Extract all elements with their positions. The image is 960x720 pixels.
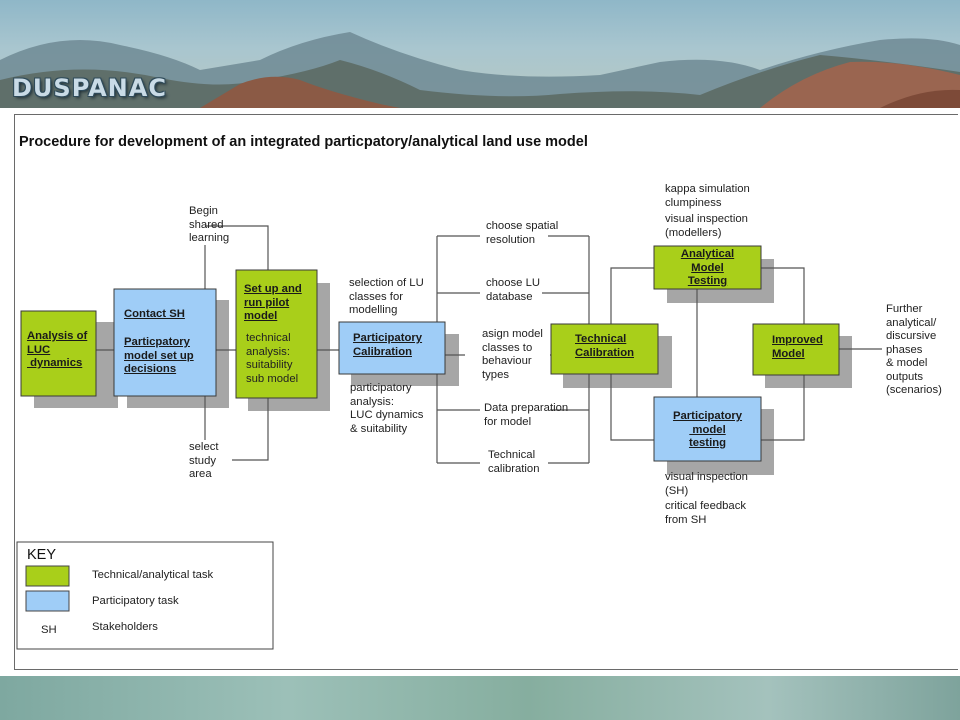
label-selection-lu-classes: selection of LU classes for modelling [349,277,424,316]
footer-band [0,676,960,720]
box-contact-sh-title: Contact SH [124,308,185,320]
box-technical-calibration [550,323,659,375]
box-improved-model [752,323,840,376]
key-participatory-swatch [25,590,70,612]
box-setup-sublabel: technical analysis: suitability sub mode… [246,332,299,385]
box-contact-sh [113,288,217,397]
diagram-frame [14,114,958,670]
box-setup [235,269,318,399]
key-technical-label: Technical/analytical task [92,569,214,581]
label-choose-lu-database: choose LU database [486,277,541,303]
key-sh-abbrev: SH [41,624,57,636]
label-choose-spatial-resolution: choose spatial resolution [486,220,559,246]
box-analysis [20,310,97,397]
label-further-phases: Further analytical/ discursive phases & … [886,303,942,396]
key-panel [16,541,274,650]
mountain-landscape [0,32,960,108]
box-participatory-calibration-label: Participatory Calibration [353,332,423,358]
task-boxes [20,245,840,462]
label-kappa-simulation: kappa simulation clumpiness [665,183,750,209]
key-title: KEY [27,547,57,563]
key-stakeholders-label: Stakeholders [92,621,158,633]
diagram-title: Procedure for development of an integrat… [19,134,588,150]
label-critical-feedback: critical feedback from SH [665,500,746,526]
label-participatory-analysis: participatory analysis: LUC dynamics & s… [350,382,424,435]
box-analytical-testing-label: Analytical Model Testing [680,248,735,287]
key-participatory-label: Participatory task [92,595,179,607]
box-improved-model-label: Improved Model [772,334,823,360]
box-technical-calibration-label: Technical Calibration [575,333,634,359]
box-analytical-testing [653,245,762,290]
label-visual-inspection-sh: visual inspection (SH) [665,471,748,497]
box-setup-label: Set up and run pilot model [244,283,302,322]
label-visual-inspection-modellers: visual inspection (modellers) [665,213,748,239]
label-data-preparation: Data preparation for model [484,402,569,428]
label-technical-calibration: Technical calibration [488,449,540,475]
box-analysis-label: Analysis of LUC dynamics [27,330,88,369]
label-select-study-area: select study area [189,441,219,480]
box-participatory-testing-label: Participatory model testing [672,410,743,449]
box-contact-sh-label: Particpatory model set up decisions [124,336,194,375]
box-participatory-calibration [338,321,446,375]
header-banner: DUSPANAC [0,0,960,108]
brand-logo: DUSPANAC [12,74,167,102]
label-asign-model-classes: asign model classes to behaviour types [482,328,543,381]
key-technical-swatch [25,565,70,587]
label-begin-shared-learning: Begin shared learning [189,205,230,244]
box-participatory-testing [653,396,762,462]
